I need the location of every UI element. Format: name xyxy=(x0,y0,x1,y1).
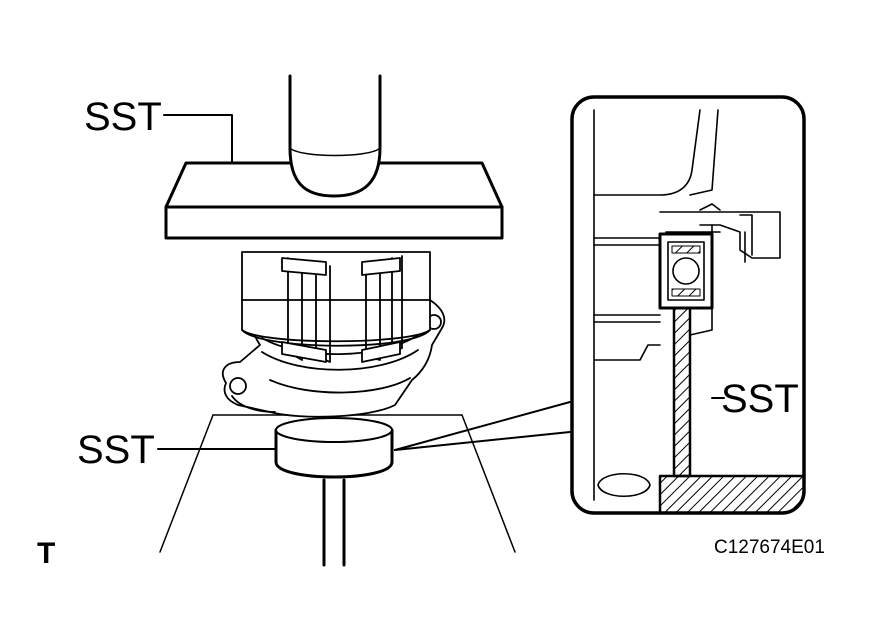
figure-code: C127674E01 xyxy=(714,537,825,558)
main-view xyxy=(157,74,571,567)
detail-sst-rod xyxy=(658,306,804,513)
leader-lines xyxy=(157,114,571,451)
detail-bearing xyxy=(658,232,714,310)
sst-detail-label: SST xyxy=(721,377,799,421)
detail-frame xyxy=(570,95,806,515)
detail-housing xyxy=(593,109,781,501)
sst-top-label: SST xyxy=(84,95,162,139)
press-ram xyxy=(288,74,382,198)
bottom-sst-cup xyxy=(274,417,394,479)
view-marker: T xyxy=(37,537,55,570)
lower-shaft xyxy=(322,478,346,567)
sst-bottom-label: SST xyxy=(77,428,155,472)
bearing-assembly xyxy=(241,251,431,363)
detail-view xyxy=(570,95,806,515)
